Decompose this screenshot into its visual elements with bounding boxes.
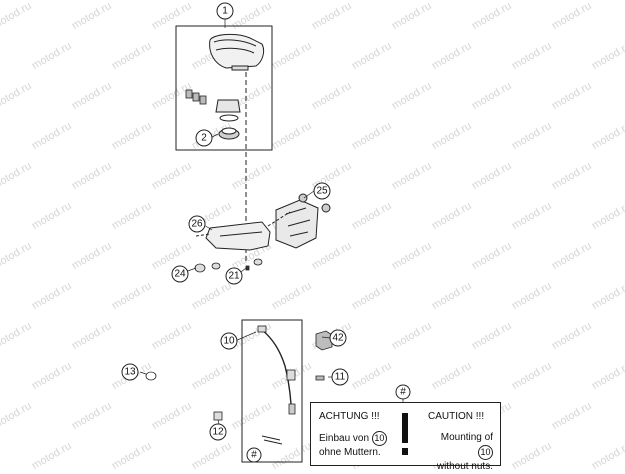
- callout-10: 10: [220, 332, 238, 350]
- svg-text:1: 1: [222, 6, 228, 17]
- part-12-sleeve: [213, 411, 223, 421]
- callout-26: 26: [188, 215, 206, 233]
- part-11-screw: [315, 375, 325, 381]
- note-english: Mounting of 10 without nuts.: [423, 431, 493, 474]
- speedometer-housing: [209, 33, 265, 71]
- callout-hash-cable: #: [246, 447, 262, 463]
- note-en-line2: without nuts.: [436, 461, 493, 473]
- svg-text:21: 21: [228, 271, 240, 282]
- callout-2: 2: [195, 129, 213, 147]
- caution-note: ACHTUNG !!! CAUTION !!! Einbau von 10 oh…: [310, 402, 501, 472]
- note-de-line1: Einbau von: [319, 433, 370, 445]
- callout-21: 21: [225, 267, 243, 285]
- callout-1: 1: [216, 2, 234, 20]
- callout-13: 13: [121, 363, 139, 381]
- svg-text:42: 42: [332, 333, 344, 344]
- callout-25: 25: [313, 182, 331, 200]
- cable-group-box: [241, 319, 303, 463]
- callout-11: 11: [331, 368, 349, 386]
- svg-text:26: 26: [191, 219, 203, 230]
- svg-text:10: 10: [223, 336, 235, 347]
- exclamation-icon: [402, 413, 408, 455]
- speedometer-group-box: [175, 25, 273, 151]
- callout-24: 24: [171, 265, 189, 283]
- note-de-line2: ohne Muttern.: [319, 447, 381, 459]
- note-title-english: CAUTION !!!: [428, 411, 485, 422]
- note-title-german: ACHTUNG !!!: [319, 411, 380, 422]
- note-en-line1: Mounting of: [440, 432, 493, 443]
- svg-text:#: #: [400, 387, 406, 398]
- note-german: Einbau von 10 ohne Muttern.: [319, 431, 387, 460]
- washer-nuts: [194, 258, 263, 273]
- speedometer-cable: [257, 325, 296, 445]
- callouts: 1 2 25 26 24 21 10 42 13 11 12 # #: [121, 2, 411, 463]
- part-42-block: [315, 330, 333, 351]
- note-en-ref-callout: 10: [478, 445, 493, 460]
- svg-text:11: 11: [335, 372, 346, 383]
- svg-text:#: #: [251, 450, 257, 461]
- note-de-ref-callout: 10: [371, 431, 387, 446]
- bushing-set: [215, 99, 241, 140]
- svg-text:13: 13: [124, 367, 136, 378]
- svg-text:2: 2: [201, 133, 207, 144]
- callout-42: 42: [329, 329, 347, 347]
- svg-text:24: 24: [174, 269, 186, 280]
- instrument-bracket: [195, 193, 331, 251]
- part-13-ring: [145, 371, 157, 381]
- callout-hash-note: #: [395, 384, 411, 400]
- mounting-clips: [185, 89, 207, 105]
- callout-12: 12: [209, 423, 227, 441]
- svg-text:25: 25: [316, 186, 328, 197]
- svg-text:12: 12: [212, 427, 224, 438]
